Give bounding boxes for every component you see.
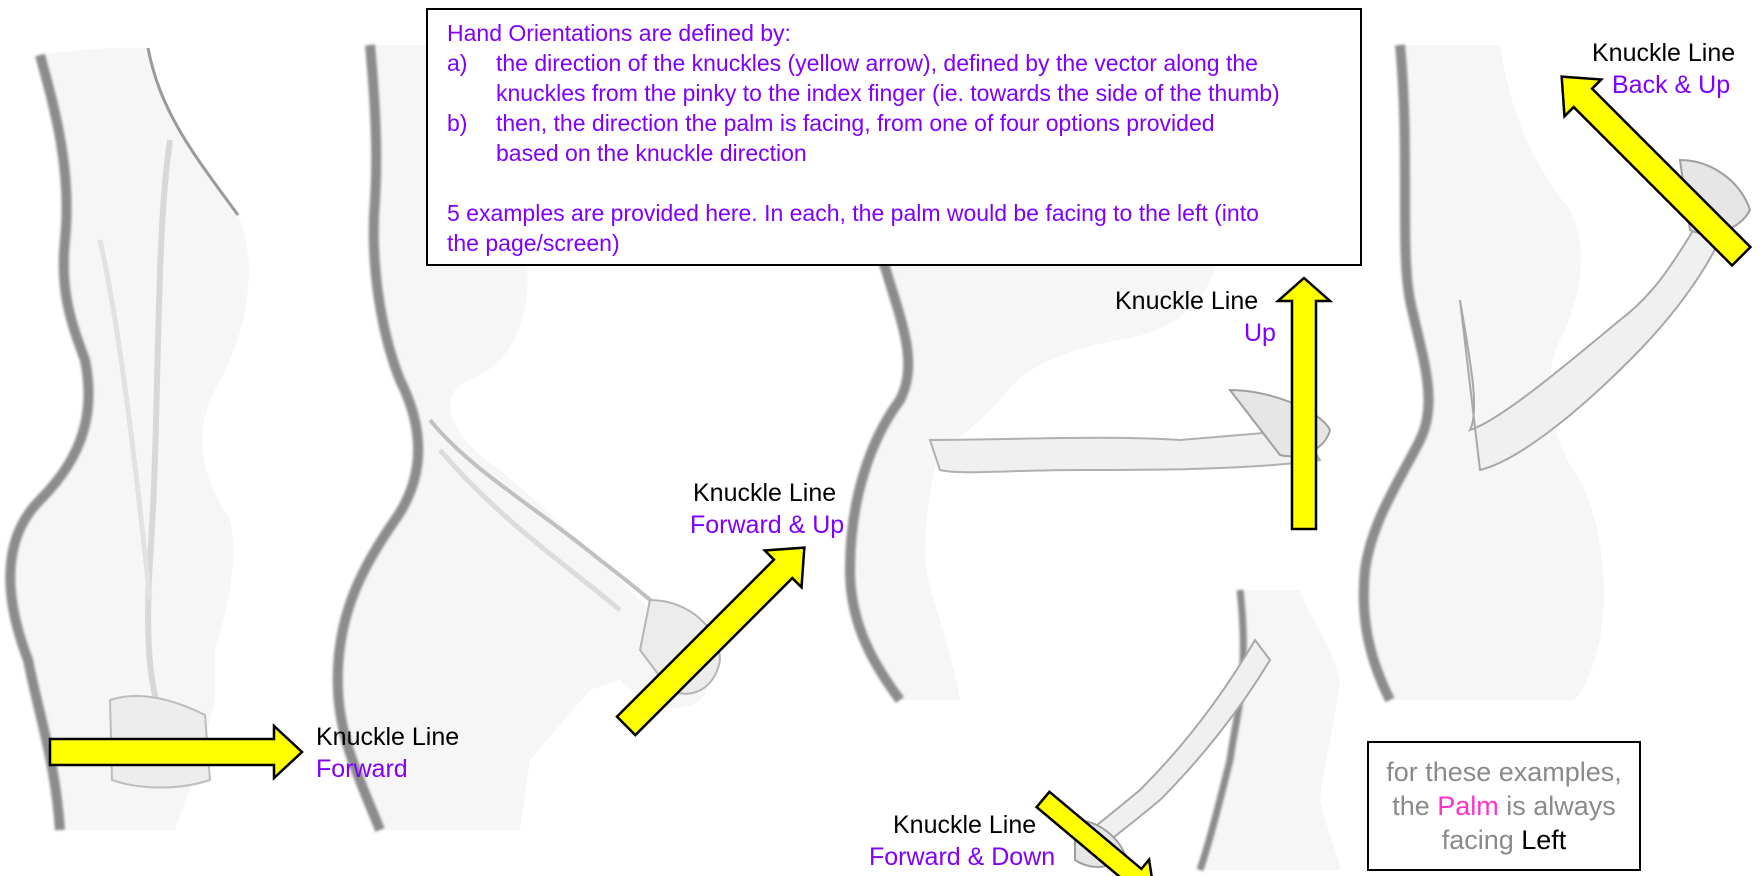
note-palm-word: Palm [1437, 791, 1499, 821]
item-b-label: b) [447, 108, 496, 168]
note-the: the [1392, 791, 1430, 821]
label-back-up-heading: Knuckle Line [1592, 38, 1735, 68]
definition-box: Hand Orientations are defined by: a) the… [426, 8, 1362, 266]
label-forward-down-heading: Knuckle Line [893, 810, 1036, 840]
item-b-line-2: based on the knuckle direction [496, 138, 1215, 168]
note-facing: facing [1442, 825, 1514, 855]
label-forward-up-direction: Forward & Up [690, 510, 844, 540]
label-forward-down-direction: Forward & Down [869, 842, 1055, 872]
examples-line-2: the page/screen) [447, 228, 1342, 258]
label-up-heading: Knuckle Line [1115, 286, 1258, 316]
note-line-1: for these examples, [1369, 755, 1639, 789]
figure-5-body [1075, 590, 1340, 870]
note-line-2: the Palm is always [1369, 789, 1639, 823]
figure-4-body [1364, 45, 1750, 700]
examples-line-1: 5 examples are provided here. In each, t… [447, 198, 1342, 228]
note-always: is always [1506, 791, 1616, 821]
figure-1-body [10, 48, 248, 830]
item-a-label: a) [447, 48, 496, 108]
item-a-line-2: knuckles from the pinky to the index fin… [496, 78, 1280, 108]
note-box: for these examples, the Palm is always f… [1367, 741, 1641, 871]
note-left-word: Left [1521, 825, 1566, 855]
label-forward-direction: Forward [316, 754, 408, 784]
item-b-line-1: then, the direction the palm is facing, … [496, 108, 1215, 138]
definition-item-a: a) the direction of the knuckles (yellow… [447, 48, 1342, 108]
label-forward-heading: Knuckle Line [316, 722, 459, 752]
label-back-up-direction: Back & Up [1612, 70, 1730, 100]
item-a-line-1: the direction of the knuckles (yellow ar… [496, 48, 1280, 78]
label-up-direction: Up [1244, 318, 1276, 348]
definition-title: Hand Orientations are defined by: [447, 18, 1342, 48]
definition-item-b: b) then, the direction the palm is facin… [447, 108, 1342, 168]
label-forward-up-heading: Knuckle Line [693, 478, 836, 508]
note-line-3: facing Left [1369, 823, 1639, 857]
